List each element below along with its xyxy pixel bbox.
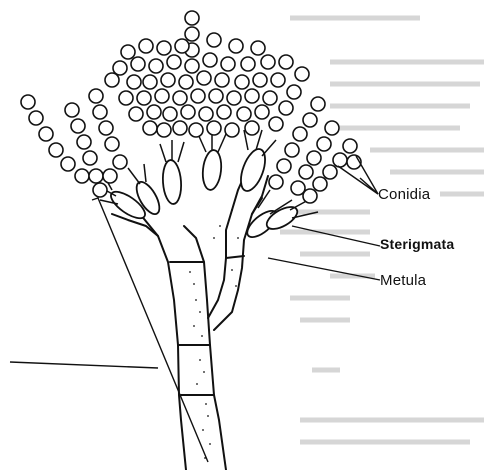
- metulae: [107, 146, 301, 242]
- leader-lines: [10, 156, 380, 462]
- conidia-leader-2: [338, 166, 378, 194]
- metula-label: Metula: [380, 272, 426, 289]
- conidia-leader-1: [356, 156, 378, 194]
- sterigmata-label: Sterigmata: [380, 236, 454, 252]
- conidia-chains: [21, 11, 361, 203]
- metula-leader: [268, 258, 380, 280]
- stem-stippling: [189, 225, 239, 459]
- conidia-leader-3: [360, 178, 378, 194]
- left-leader: [10, 362, 158, 368]
- diagonal-bracket-line: [92, 198, 208, 462]
- conidia-label: Conidia: [378, 186, 430, 203]
- sterigmata-leader: [292, 226, 380, 246]
